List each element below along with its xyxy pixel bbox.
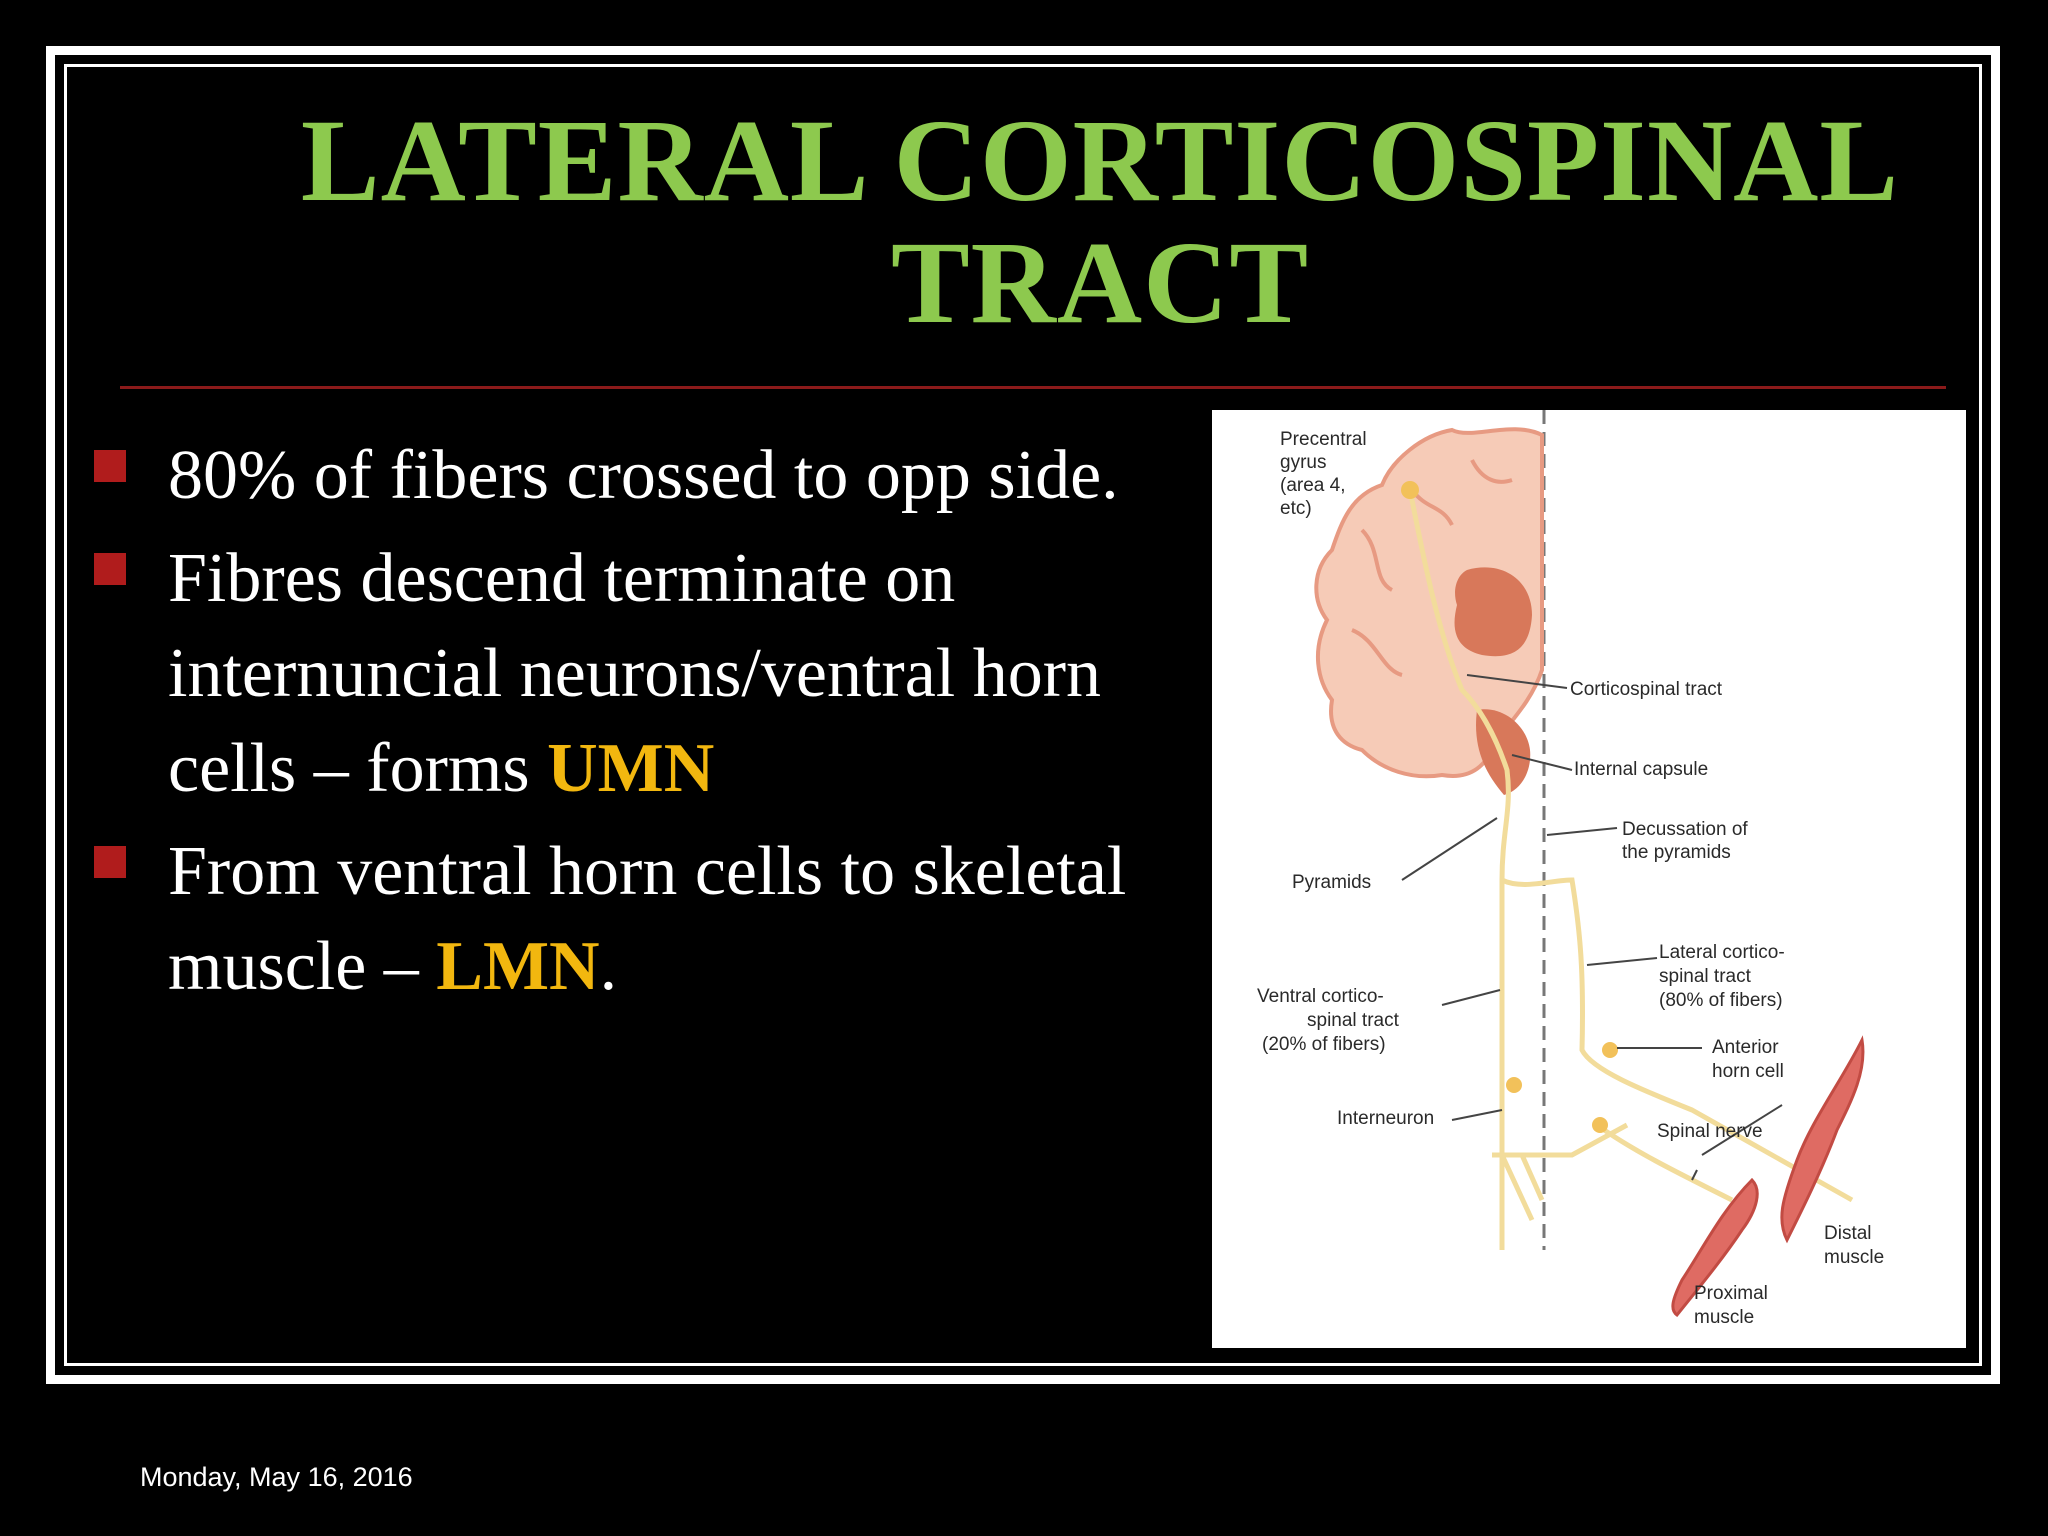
- title-divider: [120, 386, 1946, 389]
- label-proximal-1: Proximal: [1694, 1283, 1768, 1304]
- label-distal-1: Distal: [1824, 1223, 1872, 1244]
- spinal-nerve-line: [1595, 1122, 1734, 1203]
- slide-title-line-1: LATERAL CORTICOSPINAL: [300, 95, 1900, 226]
- bullet-item-3: From ventral horn cells to skeletal musc…: [94, 824, 1144, 1014]
- bullet-text-3-body: From ventral horn cells to skeletal musc…: [168, 833, 1127, 1005]
- cortical-neuron: [1401, 481, 1419, 499]
- label-anterior-2: horn cell: [1712, 1061, 1784, 1082]
- bullet-text-2-body: Fibres descend terminate on internuncial…: [168, 540, 1102, 807]
- brain-hemisphere: [1314, 427, 1544, 779]
- label-anterior-1: Anterior: [1712, 1037, 1779, 1058]
- interneuron-lines: [1492, 1122, 1629, 1222]
- label-decussation-1: Decussation of: [1622, 819, 1748, 840]
- label-precentral-4: etc): [1280, 498, 1312, 519]
- label-precentral-2: gyrus: [1280, 452, 1326, 473]
- distal-muscle: [1780, 1035, 1865, 1244]
- label-ventral-1: Ventral cortico-: [1257, 986, 1384, 1007]
- bullet-text-1: 80% of fibers crossed to opp side.: [168, 437, 1119, 514]
- umn-highlight: UMN: [547, 730, 715, 807]
- ventral-tract-line: [1407, 489, 1511, 1250]
- slide-title: LATERAL CORTICOSPINAL TRACT: [120, 100, 2048, 344]
- slide-outer-border: [46, 46, 2000, 1384]
- slide-date: Monday, May 16, 2016: [140, 1462, 413, 1492]
- bullet-text-3-suffix: .: [599, 928, 618, 1005]
- bullet-text-1-body: 80% of fibers crossed to opp side.: [168, 437, 1119, 514]
- corticospinal-diagram: Precentral gyrus (area 4, etc) Corticosp…: [1212, 410, 1966, 1348]
- label-decussation-2: the pyramids: [1622, 842, 1731, 863]
- label-lateral-3: (80% of fibers): [1659, 990, 1783, 1011]
- label-lateral-2: spinal tract: [1659, 966, 1752, 987]
- pointer-lines: [1401, 674, 1783, 1181]
- interneuron-cell: [1506, 1077, 1522, 1093]
- label-distal-2: muscle: [1824, 1247, 1884, 1268]
- anterior-horn-cell: [1602, 1042, 1618, 1058]
- bullet-text-3: From ventral horn cells to skeletal musc…: [168, 833, 1126, 1005]
- label-pyramids: Pyramids: [1292, 872, 1371, 893]
- lateral-tract-line: [1500, 877, 1854, 1203]
- brain-gyri: [1351, 459, 1513, 677]
- label-corticospinal: Corticospinal tract: [1570, 679, 1723, 700]
- bullet-square-icon: [94, 450, 126, 482]
- bullet-text-2: Fibres descend terminate on internuncial…: [168, 540, 1101, 807]
- bullet-list: 80% of fibers crossed to opp side. Fibre…: [94, 428, 1144, 1022]
- label-precentral-3: (area 4,: [1280, 475, 1345, 496]
- label-ventral-2: spinal tract: [1307, 1010, 1400, 1031]
- bullet-item-2: Fibres descend terminate on internuncial…: [94, 531, 1144, 816]
- bullet-square-icon: [94, 553, 126, 585]
- label-spinal-nerve: Spinal nerve: [1657, 1121, 1763, 1142]
- label-interneuron: Interneuron: [1337, 1108, 1434, 1129]
- ventral-neuron: [1592, 1117, 1608, 1133]
- lmn-highlight: LMN: [436, 928, 600, 1005]
- label-lateral-1: Lateral cortico-: [1659, 942, 1785, 963]
- thalamus-shape: [1454, 567, 1532, 657]
- corticospinal-diagram-svg: Precentral gyrus (area 4, etc) Corticosp…: [1257, 410, 1884, 1328]
- label-ventral-3: (20% of fibers): [1262, 1034, 1386, 1055]
- bullet-item-1: 80% of fibers crossed to opp side.: [94, 428, 1144, 523]
- label-precentral-1: Precentral: [1280, 429, 1367, 450]
- label-internal-capsule: Internal capsule: [1574, 759, 1708, 780]
- proximal-muscle: [1671, 1177, 1759, 1318]
- slide-inner-border: [64, 64, 1982, 1366]
- bullet-square-icon: [94, 846, 126, 878]
- label-proximal-2: muscle: [1694, 1307, 1754, 1328]
- slide-title-line-2: TRACT: [890, 217, 1310, 348]
